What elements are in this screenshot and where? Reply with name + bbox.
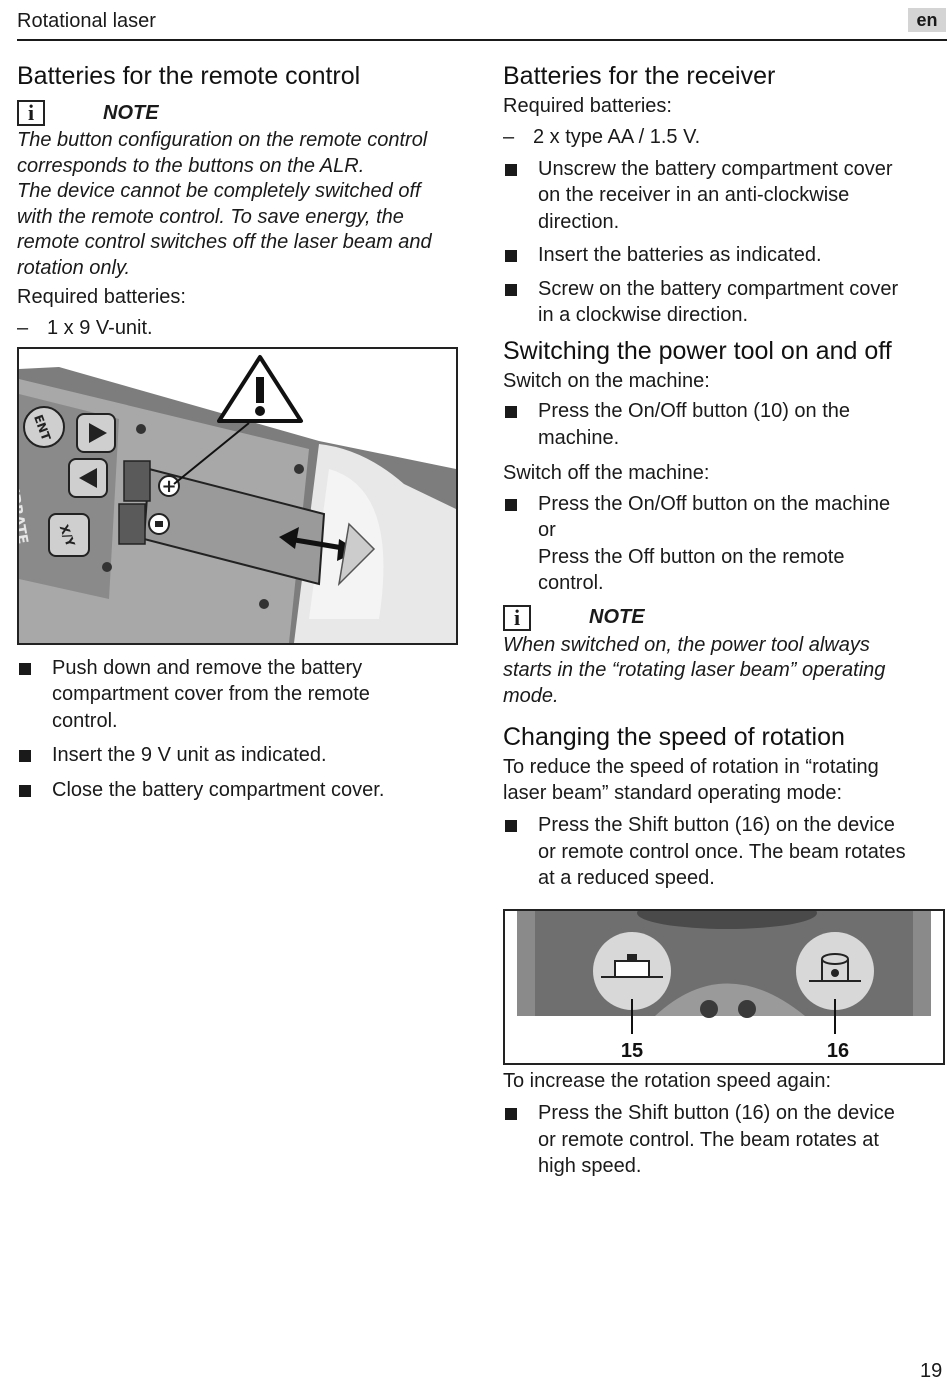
callout-16: 16 — [827, 1040, 849, 1062]
switch-off-intro: Switch off the machine: — [503, 462, 710, 484]
bullet-line: Insert the 9 V unit as indicated. — [52, 744, 327, 766]
list-item: Push down and remove the battery compart… — [17, 655, 462, 735]
bullet-marker — [503, 242, 538, 269]
info-icon: i — [503, 604, 531, 631]
bullet-marker — [503, 491, 538, 597]
bullet-line: Screw on the battery compartment cover — [538, 277, 899, 300]
callout-15: 15 — [621, 1040, 643, 1062]
bullet-line: in a clockwise direction. — [538, 304, 749, 326]
svg-text:+: + — [161, 476, 176, 497]
list-item: Insert the 9 V unit as indicated. — [17, 742, 462, 769]
dash-marker: – — [503, 125, 515, 148]
speed-intro-line: To reduce the speed of rotation in “rota… — [503, 756, 879, 778]
bullet-line: Press the Shift button (16) on the devic… — [538, 1102, 895, 1124]
switch-on-intro: Switch on the machine: — [503, 369, 710, 392]
list-item: Press the Shift button (16) on the devic… — [503, 812, 947, 892]
list-item: Press the Shift button (16) on the devic… — [503, 1100, 947, 1180]
bullet-marker — [17, 742, 52, 769]
note-text: The button configuration on the remote c… — [17, 128, 462, 281]
heading-rotation-speed: Changing the speed of rotation — [503, 723, 845, 751]
note-label: NOTE — [103, 101, 159, 124]
running-header-title: Rotational laser — [17, 10, 156, 32]
bullet-marker — [17, 655, 52, 735]
battery-spec-text: 1 x 9 V-unit. — [47, 316, 153, 339]
note-line: rotation only. — [17, 256, 131, 279]
bullet-marker — [17, 777, 52, 804]
bullet-line: Close the battery compartment cover. — [52, 778, 385, 801]
bullet-marker — [503, 276, 538, 329]
battery-spec-text: 2 x type AA / 1.5 V. — [533, 125, 701, 148]
list-item: Press the On/Off button (10) on the mach… — [503, 398, 947, 451]
required-batteries-label: Required batteries: — [17, 286, 186, 308]
list-item: Press the On/Off button on the machine o… — [503, 491, 947, 597]
language-badge: en — [908, 8, 946, 32]
bullet-line: direction. — [538, 210, 620, 233]
note-text: When switched on, the power tool always … — [503, 633, 947, 710]
speed-intro-line: laser beam” standard operating mode: — [503, 781, 843, 804]
page-number: 19 — [920, 1360, 943, 1382]
bullet-line: Press the On/Off button on the machine — [538, 492, 891, 515]
remote-control-battery-figure: + ENT X/Y CALIBRATE — [17, 346, 458, 645]
note-line: starts in the “rotating laser beam” oper… — [503, 659, 886, 681]
bullet-line: compartment cover from the remote — [52, 683, 370, 705]
control-panel-illustration: 15 16 — [517, 910, 931, 1062]
bullet-marker — [503, 398, 538, 451]
bullet-marker — [503, 156, 538, 236]
note-line: The button configuration on the remote c… — [17, 129, 428, 151]
note-line: corresponds to the buttons on the ALR. — [17, 154, 365, 177]
bullet-line: at a reduced speed. — [538, 867, 715, 889]
bullet-line: Insert the batteries as indicated. — [538, 244, 822, 266]
bullet-line: or — [538, 519, 556, 541]
list-item: Insert the batteries as indicated. — [503, 242, 947, 269]
heading-receiver-batteries: Batteries for the receiver — [503, 62, 776, 90]
header-rule — [17, 39, 947, 41]
heading-remote-batteries: Batteries for the remote control — [17, 62, 361, 90]
note-line: remote control switches off the laser be… — [17, 231, 432, 253]
bullet-line: Unscrew the battery compartment cover — [538, 157, 893, 180]
dash-marker: – — [17, 316, 29, 339]
shift-button-figure: 15 16 — [503, 908, 945, 1065]
required-batteries-label: Required batteries: — [503, 95, 672, 117]
info-icon: i — [17, 100, 45, 126]
increase-speed-intro: To increase the rotation speed again: — [503, 1069, 831, 1092]
left-instructions: Push down and remove the battery compart… — [17, 655, 462, 804]
bullet-line: Push down and remove the battery — [52, 656, 363, 679]
heading-switching: Switching the power tool on and off — [503, 336, 892, 365]
battery-spec: – 1 x 9 V-unit. — [17, 315, 462, 341]
note-line: When switched on, the power tool always — [503, 633, 870, 656]
battery-spec: – 2 x type AA / 1.5 V. — [503, 124, 947, 150]
bullet-marker — [503, 812, 538, 892]
list-item: Screw on the battery compartment cover i… — [503, 276, 947, 329]
note-line: The device cannot be completely switched… — [17, 180, 421, 202]
list-item: Close the battery compartment cover. — [17, 777, 462, 804]
note-label: NOTE — [589, 606, 645, 628]
bullet-line: on the receiver in an anti-clockwise — [538, 184, 850, 206]
bullet-line: or remote control once. The beam rotates — [538, 840, 906, 863]
bullet-line: control. — [538, 572, 604, 594]
bullet-line: control. — [52, 709, 118, 732]
note-header: i NOTE — [17, 98, 462, 128]
bullet-line: machine. — [538, 426, 620, 449]
bullet-line: Press the Shift button (16) on the devic… — [538, 814, 895, 836]
bullet-marker — [503, 1100, 538, 1180]
bullet-line: Press the Off button on the remote — [538, 545, 845, 568]
list-item: Unscrew the battery compartment cover on… — [503, 156, 947, 236]
note-line: with the remote control. To save energy,… — [17, 205, 404, 228]
right-column: Batteries for the receiver Required batt… — [503, 58, 947, 1180]
remote-illustration: + ENT X/Y CALIBRATE — [19, 354, 456, 643]
note-line: mode. — [503, 684, 559, 707]
bullet-line: high speed. — [538, 1155, 642, 1177]
bullet-line: or remote control. The beam rotates at — [538, 1128, 879, 1151]
bullet-line: Press the On/Off button (10) on the — [538, 400, 851, 422]
left-column: Batteries for the remote control i NOTE … — [17, 58, 462, 803]
note-header: i NOTE — [503, 603, 947, 633]
